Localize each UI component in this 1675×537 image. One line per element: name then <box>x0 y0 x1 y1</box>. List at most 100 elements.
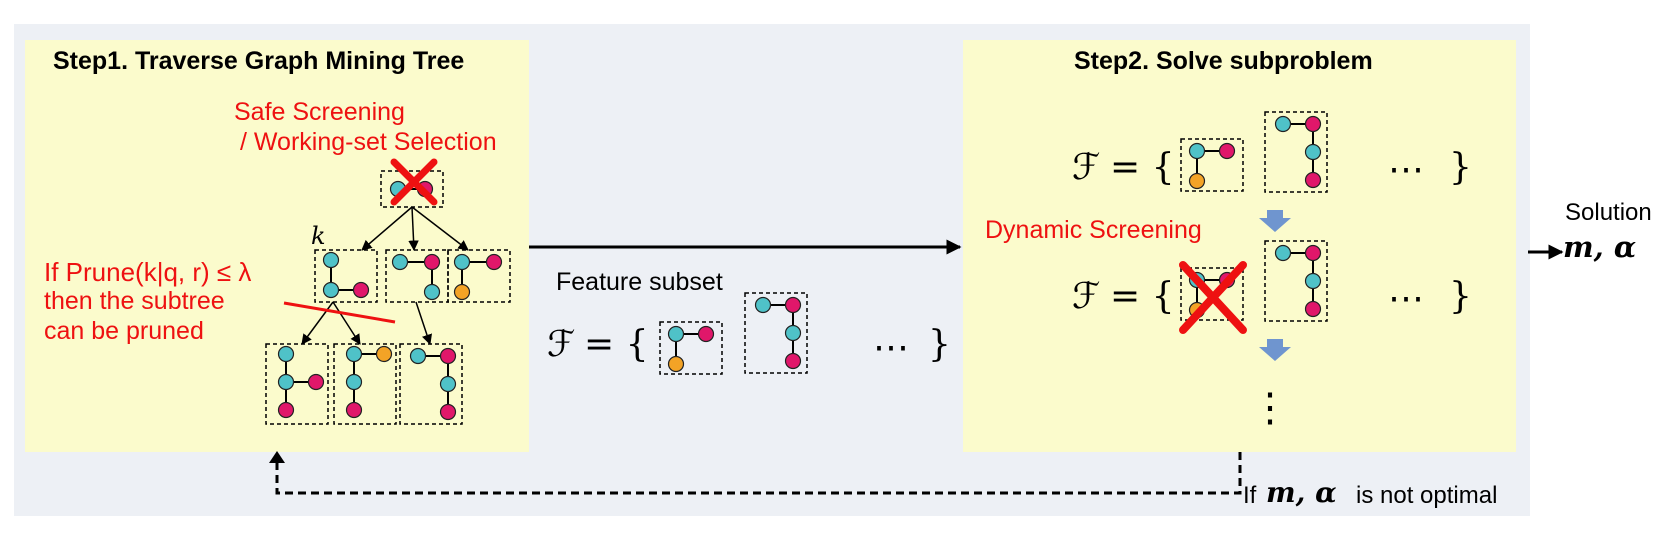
step2-row2-graph-2-node <box>1304 244 1322 262</box>
subset-graph-1-node <box>667 325 685 343</box>
subset-graph-2-group <box>744 292 808 374</box>
tree-leaf-2-node <box>345 345 363 363</box>
tree-leaf-1-node <box>277 345 295 363</box>
tree-level1-right-node <box>453 283 471 301</box>
tree-level1-k-group <box>314 249 378 303</box>
step2-row2-graph-2-node <box>1274 244 1292 262</box>
step2-row1-graph-2-node <box>1304 143 1322 161</box>
safe-screening-label: Safe Screening <box>234 98 405 126</box>
step2-row2-graph-2-node <box>1304 272 1322 290</box>
prune-cut-line <box>283 301 396 324</box>
feedback-arrowhead <box>269 451 285 463</box>
tree-arrow-k-leaf2 <box>332 301 361 345</box>
tree-leaf-3-node <box>409 347 427 365</box>
tree-leaf-3-dashed-box <box>399 343 463 425</box>
subset-graph-2-node <box>784 352 802 370</box>
step2-row1-graph-1-node <box>1218 142 1236 160</box>
step2-set-symbol-2: ℱ <box>1072 276 1101 317</box>
dynamic-screening-label: Dynamic Screening <box>985 216 1202 244</box>
tree-level1-k-node <box>322 281 340 299</box>
node-k-label: k <box>311 222 326 250</box>
tree-leaf-1-dashed-box <box>265 343 329 425</box>
step2-ellipsis-1: ⋯ <box>1388 149 1424 190</box>
middle-equals-brace: = { <box>584 324 649 365</box>
down-arrow-2 <box>1259 339 1291 361</box>
tree-leaf-2-node <box>345 373 363 391</box>
tree-level1-right-group <box>447 249 511 303</box>
step2-cross-stroke <box>1179 261 1247 334</box>
step2-row1-graph-2-dashed-box <box>1264 111 1328 193</box>
step2-row1-graph-1-dashed-box <box>1180 138 1244 192</box>
step2-row1-graph-1-group <box>1180 138 1244 192</box>
subset-graph-1-group <box>659 321 723 375</box>
tree-level1-k-node <box>322 251 340 269</box>
vertical-ellipsis: ⋮ <box>1250 385 1290 431</box>
tree-level1-mid-node <box>423 253 441 271</box>
subset-graph-1-dashed-box <box>659 321 723 375</box>
step2-title: Step2. Solve subproblem <box>1074 47 1373 75</box>
tree-leaf-2-node <box>345 401 363 419</box>
subset-graph-2-node <box>784 296 802 314</box>
tree-level1-right-node <box>453 253 471 271</box>
down-arrow-1 <box>1259 210 1291 232</box>
tree-arrow-root-mid <box>408 206 419 252</box>
middle-close-brace: } <box>928 324 951 365</box>
tree-leaf-2-group <box>333 343 397 425</box>
tree-leaf-3-node <box>439 347 457 365</box>
feedback-dashed-line <box>275 452 1242 495</box>
tree-leaf-3-node <box>439 403 457 421</box>
step2-close-brace-1: } <box>1449 147 1472 188</box>
tree-level1-right-dashed-box <box>447 249 511 303</box>
middle-set-symbol: ℱ <box>547 324 576 365</box>
feature-subset-label: Feature subset <box>556 268 723 296</box>
step2-row2-graph-2-group <box>1264 240 1328 322</box>
subset-graph-2-node <box>754 296 772 314</box>
subset-graph-2-node <box>784 324 802 342</box>
step2-row2-graph-1-dashed-box <box>1180 267 1244 321</box>
step2-row1-graph-2-node <box>1304 171 1322 189</box>
tree-level1-mid-dashed-box <box>385 249 449 303</box>
prune-then-line2: can be pruned <box>44 317 204 345</box>
tree-arrow-mid-leaf3 <box>415 301 432 345</box>
step2-row2-graph-2-dashed-box <box>1264 240 1328 322</box>
tree-leaf-1-node <box>307 373 325 391</box>
tree-level1-right-node <box>485 253 503 271</box>
step2-row1-graph-2-node <box>1274 115 1292 133</box>
feedback-suffix: is not optimal <box>1356 482 1498 509</box>
subset-graph-1-node <box>667 355 685 373</box>
tree-leaf-3-group <box>399 343 463 425</box>
prune-then-line1: then the subtree <box>44 287 225 315</box>
subset-graph-1-node <box>697 325 715 343</box>
step2-ellipsis-2: ⋯ <box>1388 278 1424 319</box>
solution-vars: m, α <box>1563 230 1637 264</box>
root-cross-stroke <box>390 158 438 206</box>
tree-leaf-1-node <box>277 401 295 419</box>
step2-row1-graph-2-node <box>1304 115 1322 133</box>
step2-equals-brace-2: = { <box>1110 276 1175 317</box>
tree-level1-k-node <box>352 281 370 299</box>
step2-set-symbol-1: ℱ <box>1072 147 1101 188</box>
step2-row2-graph-2-node <box>1304 300 1322 318</box>
step2-equals-brace-1: = { <box>1110 147 1175 188</box>
tree-root-dashed-box <box>380 170 444 208</box>
step2-close-brace-2: } <box>1449 276 1472 317</box>
tree-leaf-1-group <box>265 343 329 425</box>
tree-leaf-3-node <box>439 375 457 393</box>
step2-box <box>963 40 1516 452</box>
tree-arrow-root-right <box>411 206 469 251</box>
prune-condition: If Prune(k|q, r) ≤ λ <box>44 257 252 287</box>
tree-level1-mid-node <box>391 253 409 271</box>
tree-level1-k-dashed-box <box>314 249 378 303</box>
step2-row1-graph-2-group <box>1264 111 1328 193</box>
feedback-vars: m, α <box>1266 476 1337 509</box>
subset-graph-2-dashed-box <box>744 292 808 374</box>
step1-title: Step1. Traverse Graph Mining Tree <box>53 47 465 75</box>
solution-label: Solution <box>1565 199 1652 226</box>
tree-level1-mid-node <box>423 283 441 301</box>
tree-leaf-2-dashed-box <box>333 343 397 425</box>
step2-row1-graph-1-node <box>1188 142 1206 160</box>
middle-ellipsis: ⋯ <box>873 327 909 368</box>
tree-arrow-root-left <box>361 206 413 251</box>
